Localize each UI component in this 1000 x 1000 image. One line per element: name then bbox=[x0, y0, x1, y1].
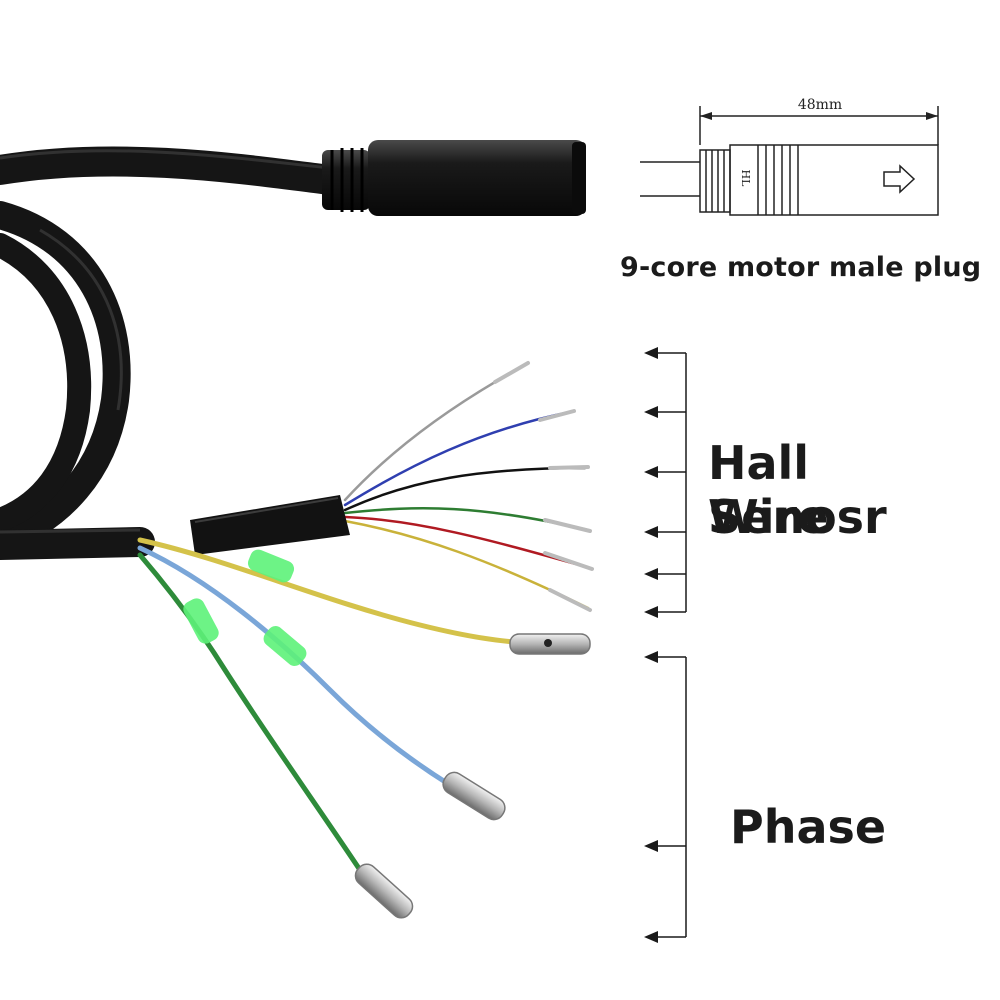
hall-wires bbox=[343, 363, 592, 610]
arrow-left-icon bbox=[644, 840, 658, 852]
phase-wire-yellow bbox=[137, 537, 518, 645]
arrow-left-icon bbox=[644, 466, 658, 478]
arrow-left-icon bbox=[644, 568, 658, 580]
phase-label: Phase bbox=[730, 800, 887, 854]
cable-loop-2 bbox=[0, 233, 92, 532]
cable-loop-1 bbox=[0, 201, 131, 554]
plug-caption: 9-core motor male plug bbox=[620, 252, 982, 283]
terminal-green bbox=[354, 863, 414, 919]
arrow-left-icon bbox=[644, 347, 658, 359]
phase-bracket bbox=[650, 656, 687, 938]
arrow-left-icon bbox=[644, 931, 658, 943]
cable-loop-outer bbox=[0, 146, 345, 195]
green-sleeves bbox=[183, 549, 307, 666]
hall-sensor-label-line2: Wire bbox=[708, 490, 829, 544]
sleeve-green bbox=[183, 598, 219, 644]
phase-terminals bbox=[354, 633, 591, 919]
arrow-left-icon bbox=[644, 606, 658, 618]
hall-wire-3 bbox=[343, 466, 587, 512]
plug-ribbed-section bbox=[699, 149, 731, 213]
arrow-left-icon bbox=[644, 406, 658, 418]
dimension-arrow-left-icon bbox=[700, 112, 712, 120]
phase-wire-green bbox=[137, 552, 363, 873]
cable-connector bbox=[322, 140, 586, 216]
sleeve-yellow bbox=[247, 549, 295, 583]
dimension-arrow-right-icon bbox=[926, 112, 938, 120]
hall-wire-2 bbox=[343, 410, 572, 507]
cable-main bbox=[0, 527, 155, 560]
terminal-blue bbox=[442, 771, 506, 821]
hall-wire-5 bbox=[343, 515, 592, 570]
plug-direction-arrow-icon bbox=[883, 164, 916, 194]
hall-wire-tips bbox=[493, 361, 594, 612]
hall-sheath bbox=[190, 495, 350, 555]
dimension-label: 48mm bbox=[798, 97, 842, 113]
phase-arrows bbox=[644, 651, 658, 943]
arrow-left-icon bbox=[644, 526, 658, 538]
plug-marking: HL bbox=[739, 170, 752, 188]
sleeve-blue bbox=[263, 626, 307, 666]
hall-arrows bbox=[644, 347, 658, 618]
phase-wires bbox=[137, 537, 518, 873]
phase-wire-blue bbox=[137, 545, 453, 788]
plug-drawing bbox=[640, 106, 939, 216]
arrow-left-icon bbox=[644, 651, 658, 663]
black-cable-coil bbox=[0, 146, 345, 560]
hall-sensor-label-line1: Hall Senosr bbox=[708, 436, 887, 544]
plug-body bbox=[729, 144, 939, 216]
